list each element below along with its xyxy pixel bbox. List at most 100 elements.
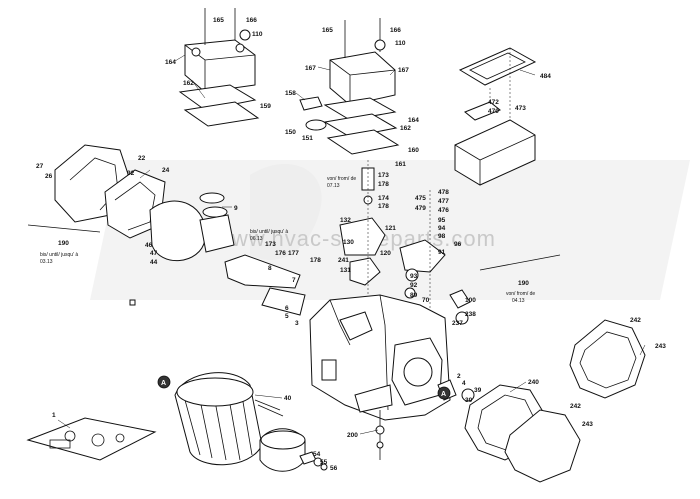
terminal-box	[454, 47, 537, 186]
label-47: 47	[150, 250, 158, 257]
label-2: 2	[457, 373, 461, 380]
label-4: 4	[462, 380, 466, 387]
label-242: 242	[570, 403, 581, 410]
label-130: 130	[343, 239, 354, 246]
label-167: 167	[398, 67, 409, 74]
label-190: 190	[518, 280, 529, 287]
label-243: 243	[582, 421, 593, 428]
small-hardware	[27, 224, 561, 471]
valve-stack	[339, 160, 446, 310]
label-173: 173	[378, 172, 389, 179]
label-98: 98	[438, 233, 446, 240]
label-176: 176	[275, 250, 286, 257]
label-7: 7	[292, 277, 296, 284]
label-8: 8	[268, 265, 272, 272]
label-164: 164	[408, 117, 419, 124]
label-96: 96	[454, 241, 462, 248]
label-94: 94	[438, 225, 446, 232]
label-55: 55	[320, 459, 328, 466]
svg-text:04.13: 04.13	[512, 298, 525, 304]
end-cover-right	[437, 319, 646, 483]
crankcase	[309, 294, 451, 421]
label-30: 30	[465, 397, 473, 404]
label-89: 89	[410, 292, 418, 299]
marker-a-right: A	[437, 386, 451, 400]
label-178: 178	[378, 203, 389, 210]
end-cover-left	[54, 144, 166, 239]
label-238: 238	[465, 311, 476, 318]
cylinder-head-middle	[299, 18, 400, 155]
label-54: 54	[313, 451, 321, 458]
svg-text:bis/ until/ jusqu' à: bis/ until/ jusqu' à	[40, 252, 78, 258]
cylinder-head-left	[178, 8, 260, 127]
label-243: 243	[655, 343, 666, 350]
label-158: 158	[285, 90, 296, 97]
label-120: 120	[380, 250, 391, 257]
svg-text:06.13: 06.13	[250, 236, 263, 242]
label-178: 178	[378, 181, 389, 188]
label-162: 162	[183, 80, 194, 87]
label-131: 131	[340, 267, 351, 274]
label-162: 162	[400, 125, 411, 132]
label-166: 166	[246, 17, 257, 24]
label-6: 6	[285, 305, 289, 312]
leader-lines	[57, 54, 646, 435]
label-70: 70	[422, 297, 430, 304]
label-477: 477	[438, 198, 449, 205]
label-174: 174	[378, 195, 389, 202]
label-56: 56	[330, 465, 338, 472]
label-44: 44	[150, 259, 158, 266]
label-40: 40	[284, 395, 292, 402]
crankshaft-assembly	[149, 192, 306, 316]
part-labels: 165 166 110 164 162 165 166 110 167 167 …	[36, 17, 666, 472]
label-121: 121	[385, 225, 396, 232]
label-242: 242	[630, 317, 641, 324]
svg-text:03.13: 03.13	[40, 259, 53, 265]
svg-text:07.13: 07.13	[327, 183, 340, 189]
label-92: 92	[410, 282, 418, 289]
label-150: 150	[285, 129, 296, 136]
label-132: 132	[340, 217, 351, 224]
svg-text:bis/ until/ jusqu' à: bis/ until/ jusqu' à	[250, 229, 288, 235]
label-200: 200	[347, 432, 358, 439]
label-110: 110	[395, 40, 406, 47]
svg-text:von/ from/ de: von/ from/ de	[506, 291, 535, 297]
label-177: 177	[288, 250, 299, 257]
label-3: 3	[295, 320, 299, 327]
label-160: 160	[408, 147, 419, 154]
label-166: 166	[390, 27, 401, 34]
marker-a-left: A	[157, 375, 171, 389]
label-9: 9	[234, 205, 238, 212]
label-484: 484	[540, 73, 551, 80]
label-161: 161	[395, 161, 406, 168]
svg-text:A: A	[161, 380, 166, 387]
label-478: 478	[438, 189, 449, 196]
label-173: 173	[265, 241, 276, 248]
label-22: 22	[138, 155, 146, 162]
label-26: 26	[45, 173, 53, 180]
label-164: 164	[165, 59, 176, 66]
svg-text:von/ from/ de: von/ from/ de	[327, 176, 356, 182]
label-95: 95	[438, 217, 446, 224]
label-159: 159	[260, 103, 271, 110]
motor-stator	[174, 372, 306, 472]
label-237: 237	[452, 320, 463, 327]
label-473: 473	[515, 105, 526, 112]
label-165: 165	[322, 27, 333, 34]
label-476: 476	[438, 207, 449, 214]
gasket-set	[26, 417, 157, 461]
label-470: 470	[488, 108, 499, 115]
svg-text:A: A	[441, 391, 446, 398]
label-93: 93	[410, 273, 418, 280]
label-46: 46	[145, 242, 153, 249]
label-100: 100	[465, 297, 476, 304]
label-240: 240	[528, 379, 539, 386]
label-190: 190	[58, 240, 69, 247]
label-472: 472	[488, 99, 499, 106]
label-479: 479	[415, 205, 426, 212]
label-241: 241	[338, 257, 349, 264]
label-39: 39	[474, 387, 482, 394]
label-178: 178	[310, 257, 321, 264]
label-1: 1	[52, 412, 56, 419]
